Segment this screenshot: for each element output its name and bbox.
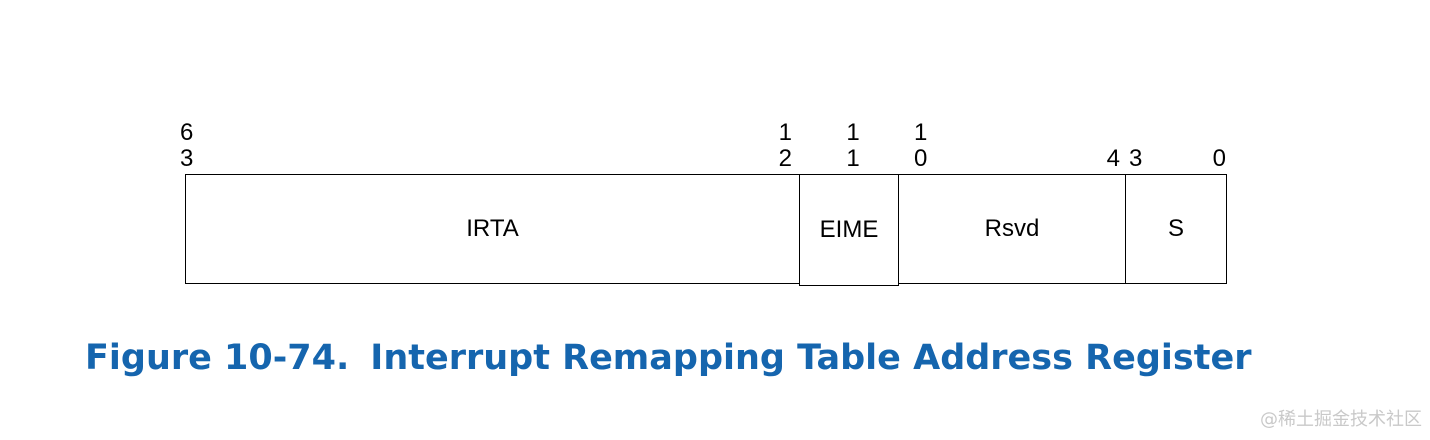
field-s-label: S xyxy=(1167,215,1184,242)
bit-label-4: 4 xyxy=(1106,145,1120,172)
field-rsvd-label: Rsvd xyxy=(984,215,1040,242)
bit-label-12: 1 2 xyxy=(778,119,792,172)
figure-number: Figure 10-74. xyxy=(85,338,350,378)
field-irta: IRTA xyxy=(185,174,800,284)
field-s: S xyxy=(1125,174,1227,284)
figure-title: Interrupt Remapping Table Address Regist… xyxy=(370,338,1252,378)
bit-label-3: 3 xyxy=(1129,145,1143,172)
field-rsvd: Rsvd xyxy=(898,174,1126,284)
field-eime: EIME xyxy=(799,174,899,286)
figure-caption: Figure 10-74. Interrupt Remapping Table A… xyxy=(85,337,1251,379)
bit-label-63: 6 3 xyxy=(180,119,194,172)
bit-label-10: 1 0 xyxy=(914,119,928,172)
bit-label-11: 1 1 xyxy=(846,119,860,172)
bit-label-0: 0 xyxy=(1212,145,1226,172)
field-irta-label: IRTA xyxy=(466,215,519,242)
field-eime-label: EIME xyxy=(819,216,879,243)
watermark: @稀土掘金技术社区 xyxy=(1260,409,1422,430)
